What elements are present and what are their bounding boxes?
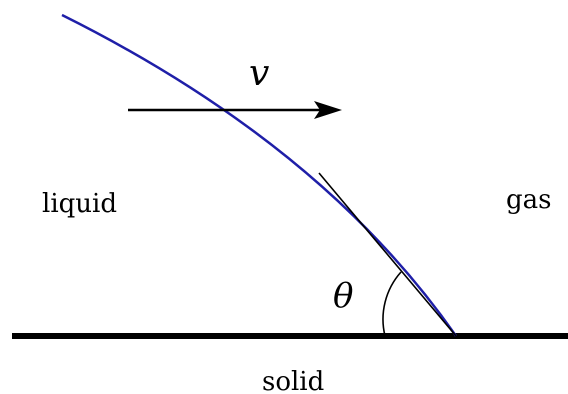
- liquid-gas-interface: [61, 13, 458, 337]
- solid-label: solid: [262, 367, 324, 394]
- velocity-arrow-head: [314, 101, 342, 119]
- tangent-line: [318, 172, 457, 337]
- angle-label: θ: [333, 276, 353, 316]
- gas-label: gas: [506, 185, 552, 215]
- velocity-label: v: [249, 53, 269, 94]
- contact-angle-arc: [382, 271, 402, 337]
- liquid-label: liquid: [42, 189, 117, 219]
